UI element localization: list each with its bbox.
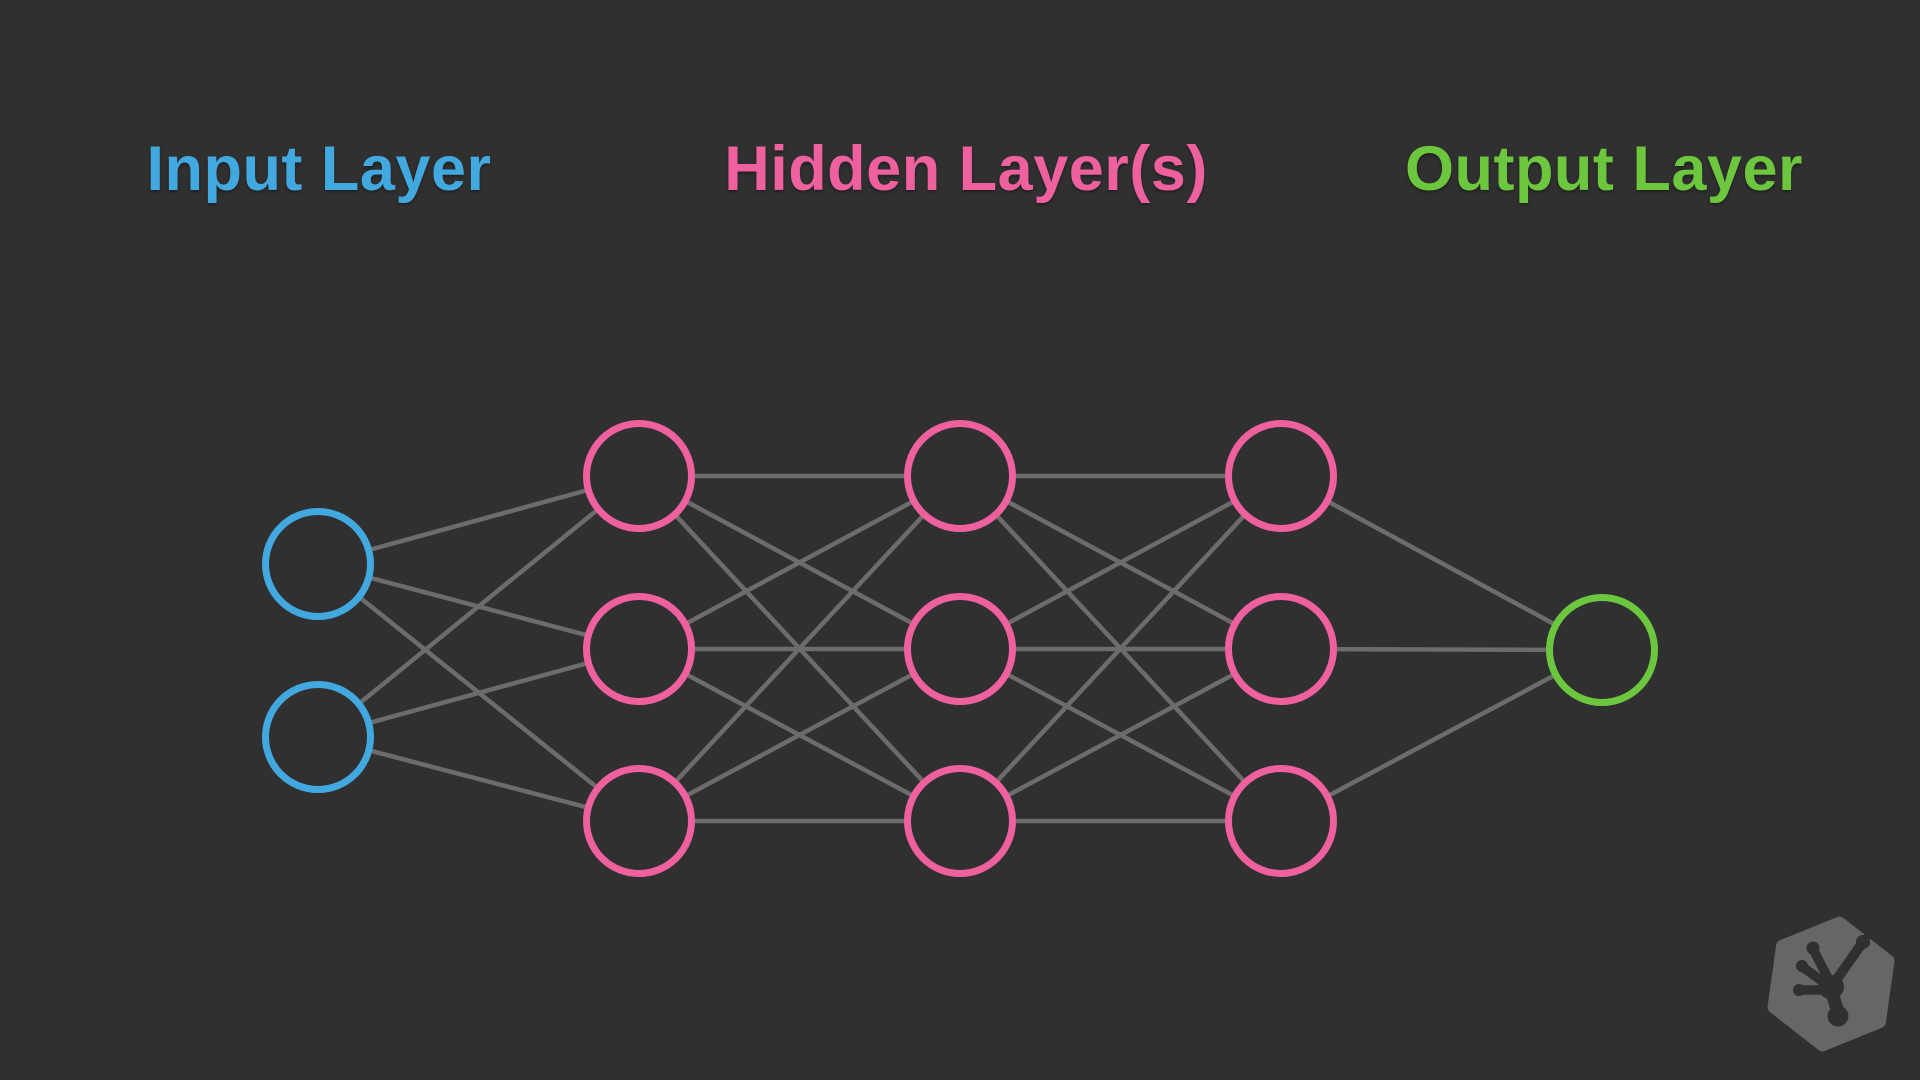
- edge-line: [1279, 648, 1604, 823]
- hidden-layer-3-node: [1225, 765, 1337, 877]
- edge-line: [637, 474, 962, 651]
- edge-line: [958, 474, 1283, 823]
- edge-line: [637, 647, 962, 823]
- hidden-layer-3-node: [1225, 593, 1337, 705]
- hidden-layer-1-node: [583, 420, 695, 532]
- hidden-layer-2-node: [904, 420, 1016, 532]
- gecko-footprint-logo: [1767, 916, 1895, 1052]
- hidden-layer-1-node: [583, 593, 695, 705]
- input-layer-label: Input Layer: [146, 134, 492, 204]
- gecko-foot-cutout: [1793, 916, 1884, 1027]
- edge-line: [637, 474, 962, 823]
- nodes-group: [262, 420, 1658, 877]
- hidden-layer-2-node: [904, 765, 1016, 877]
- hidden-layer-label: Hidden Layer(s): [724, 134, 1208, 204]
- edge-line: [316, 474, 641, 739]
- hidden-layer-2-node: [904, 593, 1016, 705]
- hidden-layer-3-node: [1225, 420, 1337, 532]
- input-layer-node: [262, 508, 374, 620]
- output-layer-node: [1546, 594, 1658, 706]
- edge-line: [1279, 474, 1604, 652]
- hidden-layer-1-node: [583, 765, 695, 877]
- output-layer-label: Output Layer: [1404, 134, 1804, 204]
- edge-line: [958, 474, 1283, 651]
- input-layer-node: [262, 681, 374, 793]
- edge-line: [958, 647, 1283, 823]
